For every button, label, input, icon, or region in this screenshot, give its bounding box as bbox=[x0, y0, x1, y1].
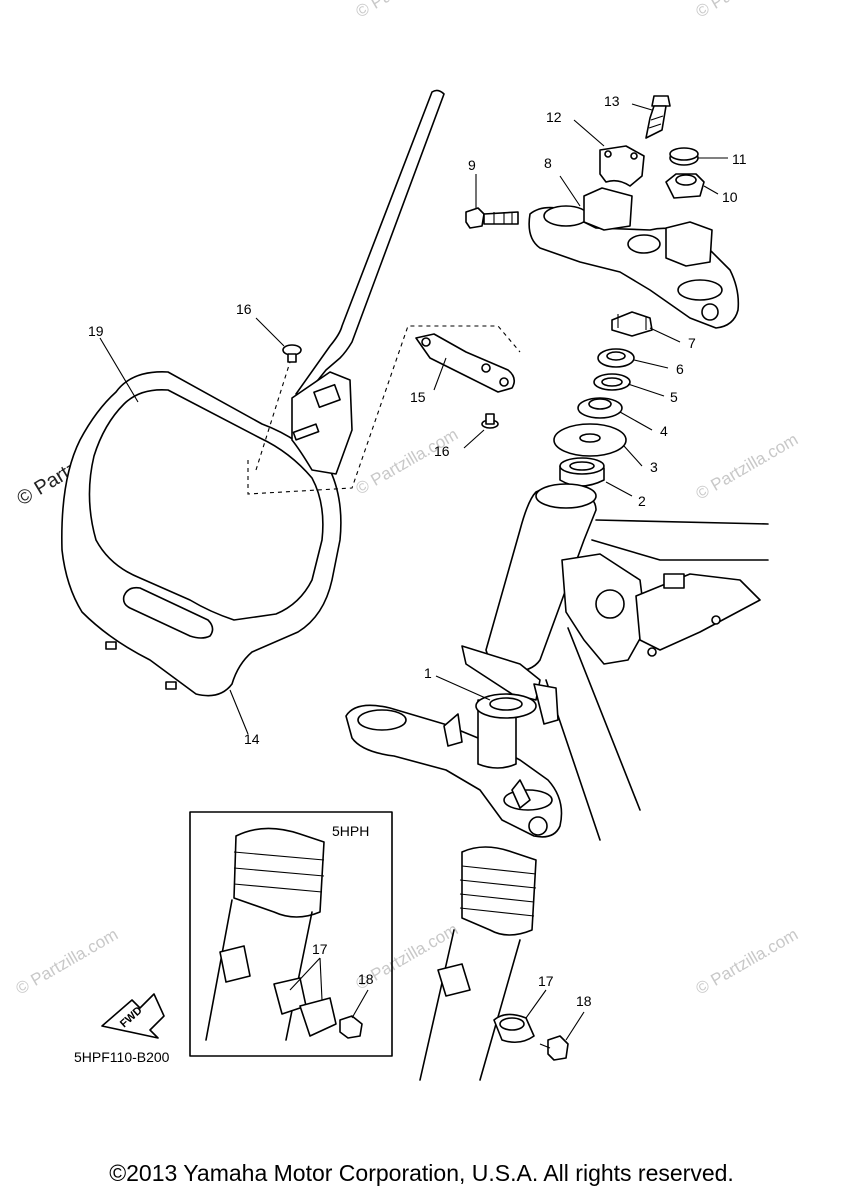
plate-tab bbox=[165, 681, 177, 690]
diagram-code: 5HPF110-B200 bbox=[74, 1049, 170, 1065]
gusset-hole bbox=[595, 589, 625, 619]
fork-tube bbox=[479, 939, 521, 1081]
handlebar-holder-base bbox=[583, 187, 633, 231]
callout-5: 5 bbox=[670, 389, 678, 405]
watermark: © Partzilla.com bbox=[353, 425, 462, 499]
inset-fork-tube bbox=[285, 911, 313, 1041]
bracket-pinch-hole bbox=[701, 303, 719, 321]
callout-15: 15 bbox=[410, 389, 426, 405]
inset-clamp-17b bbox=[299, 997, 337, 1037]
bracket-slot bbox=[292, 423, 320, 441]
part-2 bbox=[559, 457, 605, 487]
bracket-15 bbox=[415, 333, 516, 393]
part-17 bbox=[493, 1013, 535, 1044]
bracket-center-bore bbox=[627, 234, 661, 254]
handlebar-holder-base bbox=[665, 221, 713, 267]
holder-hole bbox=[630, 152, 638, 160]
steering-tube-top bbox=[535, 483, 597, 509]
callout-9: 9 bbox=[468, 157, 476, 173]
frame-downtube bbox=[567, 627, 641, 811]
plate-vent bbox=[122, 586, 214, 639]
under-bracket-bore bbox=[357, 709, 407, 731]
callout-17: 17 bbox=[538, 973, 554, 989]
callout-7: 7 bbox=[688, 335, 696, 351]
callout-3: 3 bbox=[650, 459, 658, 475]
fwd-arrow: FWD bbox=[101, 993, 165, 1039]
part-3 bbox=[553, 423, 627, 457]
copyright-notice: ©2013 Yamaha Motor Corporation, U.S.A. A… bbox=[109, 1160, 734, 1186]
callout-11: 11 bbox=[732, 151, 747, 167]
bolt-13 bbox=[645, 95, 671, 139]
frame bbox=[461, 483, 769, 841]
part-5 bbox=[593, 373, 631, 391]
fork-leg bbox=[419, 846, 537, 1081]
pinch-bolt-hole bbox=[528, 816, 548, 836]
holder-hole bbox=[604, 150, 612, 158]
fork-boot bbox=[461, 846, 537, 936]
frame-rail bbox=[591, 539, 769, 561]
screw-16b bbox=[481, 413, 499, 429]
callout-18: 18 bbox=[576, 993, 592, 1009]
stop-bracket bbox=[533, 683, 559, 725]
mount-hole bbox=[647, 647, 657, 657]
fork-tube bbox=[419, 929, 455, 1081]
part-6 bbox=[597, 348, 635, 368]
callout-18-inset: 18 bbox=[358, 971, 374, 987]
leader-lines bbox=[99, 103, 728, 1041]
under-bracket bbox=[345, 693, 563, 838]
callout-1: 1 bbox=[424, 665, 432, 681]
part-18 bbox=[539, 1035, 569, 1061]
upper-bracket bbox=[528, 187, 740, 329]
callout-14: 14 bbox=[244, 731, 260, 747]
inset-bolt-18 bbox=[339, 1015, 363, 1039]
callout-12: 12 bbox=[546, 109, 562, 125]
plate-inner bbox=[88, 388, 324, 621]
callout-6: 6 bbox=[676, 361, 684, 377]
screw-16 bbox=[282, 344, 302, 363]
part-4 bbox=[577, 397, 623, 419]
stem-bearing-inner bbox=[489, 697, 523, 711]
frame-mount bbox=[635, 573, 761, 651]
plate-tab bbox=[105, 641, 117, 650]
plate-strap bbox=[295, 89, 445, 399]
watermark: © Partzilla.com bbox=[353, 0, 462, 21]
callout-2: 2 bbox=[638, 493, 646, 509]
watermark: © Partzilla.com bbox=[693, 430, 802, 504]
callout-17-inset: 17 bbox=[312, 941, 328, 957]
callout-16: 16 bbox=[236, 301, 252, 317]
nut-10 bbox=[665, 173, 705, 199]
watermark: © Partzilla.com bbox=[13, 925, 122, 999]
stop-bracket bbox=[461, 645, 541, 701]
bolt-9 bbox=[465, 207, 519, 229]
inset-fork-boot bbox=[233, 827, 325, 918]
callout-10: 10 bbox=[722, 189, 738, 205]
inset-label: 5HPH bbox=[332, 823, 369, 839]
guide-block bbox=[437, 963, 471, 997]
watermark: © Partzilla.com bbox=[693, 925, 802, 999]
mount-tab bbox=[663, 573, 685, 589]
callouts: 1 2 3 4 5 6 7 8 9 10 11 12 13 14 15 16 1… bbox=[88, 93, 747, 1009]
inset-fork-tube bbox=[205, 899, 233, 1041]
callout-13: 13 bbox=[604, 93, 620, 109]
frame-rail bbox=[595, 519, 769, 525]
inset-guide bbox=[219, 945, 251, 983]
callout-16b: 16 bbox=[434, 443, 450, 459]
bracket-bore bbox=[677, 279, 723, 301]
callout-8: 8 bbox=[544, 155, 552, 171]
number-plate bbox=[61, 89, 521, 697]
bracket-slot bbox=[313, 383, 341, 409]
mount-dash bbox=[255, 361, 291, 471]
stem-boss bbox=[443, 713, 463, 747]
callout-4: 4 bbox=[660, 423, 668, 439]
callout-19: 19 bbox=[88, 323, 104, 339]
bracket-bore bbox=[543, 205, 589, 227]
mount-hole bbox=[711, 615, 721, 625]
watermark: © Partzilla.com bbox=[693, 0, 802, 21]
part-7 bbox=[611, 311, 653, 337]
cap-11-top bbox=[669, 147, 699, 161]
inset-box: 5HPH bbox=[189, 811, 393, 1057]
stem-boss bbox=[511, 779, 531, 809]
